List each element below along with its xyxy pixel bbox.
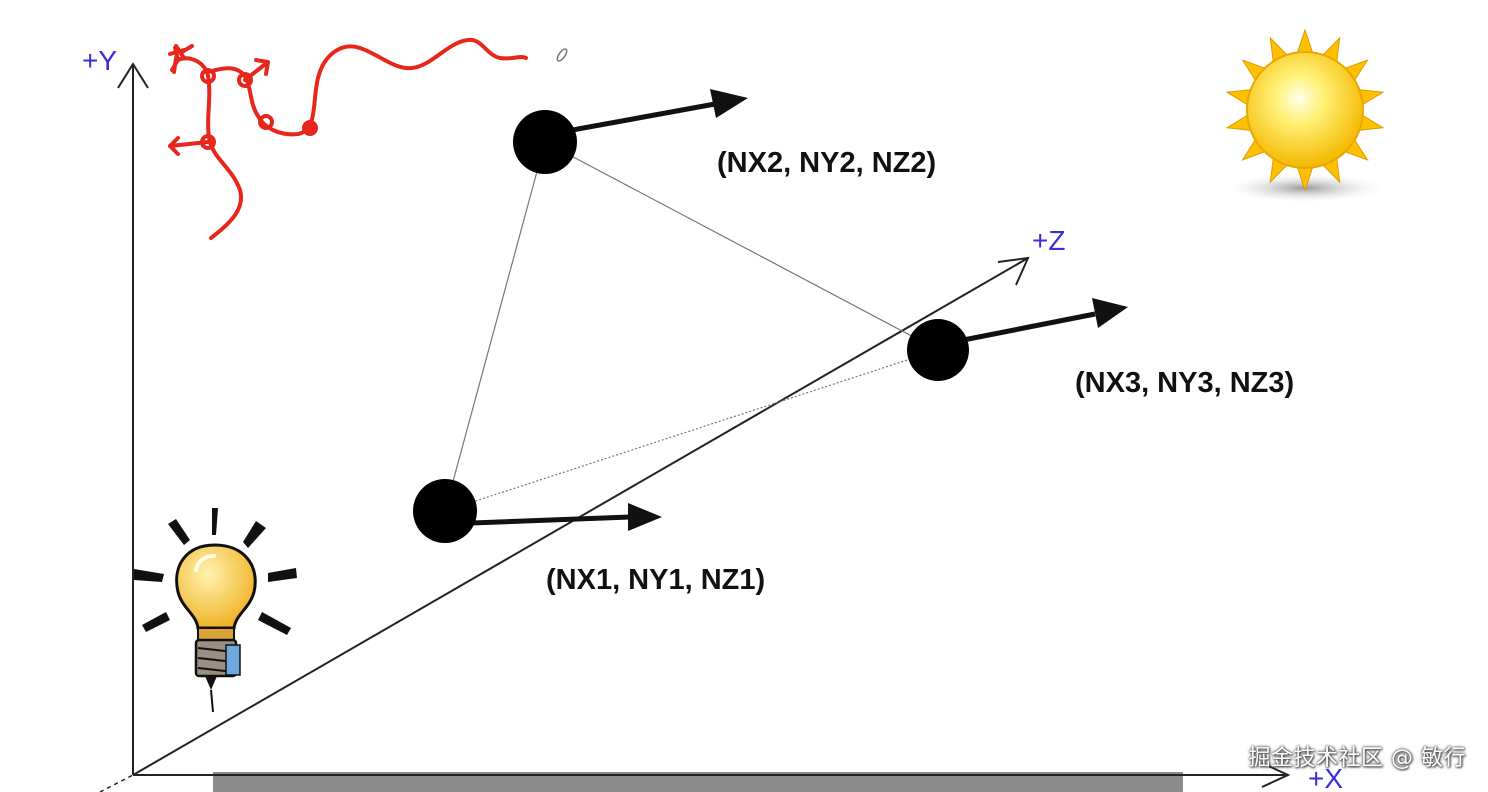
vertex-1 [413, 479, 662, 543]
y-axis [117, 62, 149, 775]
normal-label-1: (NX1, NY1, NZ1) [546, 564, 765, 596]
y-axis-label: +Y [82, 45, 117, 76]
x-axis-label: +X [1308, 763, 1343, 792]
watermark-text: 掘金技术社区 @ 敏行 [1248, 746, 1466, 771]
normal-label-3: (NX3, NY3, NZ3) [1075, 367, 1294, 399]
sun-icon [1225, 28, 1385, 202]
red-scribble [168, 37, 528, 240]
x-axis [99, 762, 1291, 792]
vertex-3 [907, 298, 1128, 381]
bottom-bar [213, 772, 1183, 792]
vertex-2 [513, 89, 748, 174]
normal-label-2: (NX2, NY2, NZ2) [717, 147, 936, 179]
pencil-icon [556, 48, 568, 62]
triangle-edges [444, 141, 939, 512]
z-axis-label: +Z [1032, 225, 1065, 256]
lightbulb-icon [134, 508, 297, 713]
